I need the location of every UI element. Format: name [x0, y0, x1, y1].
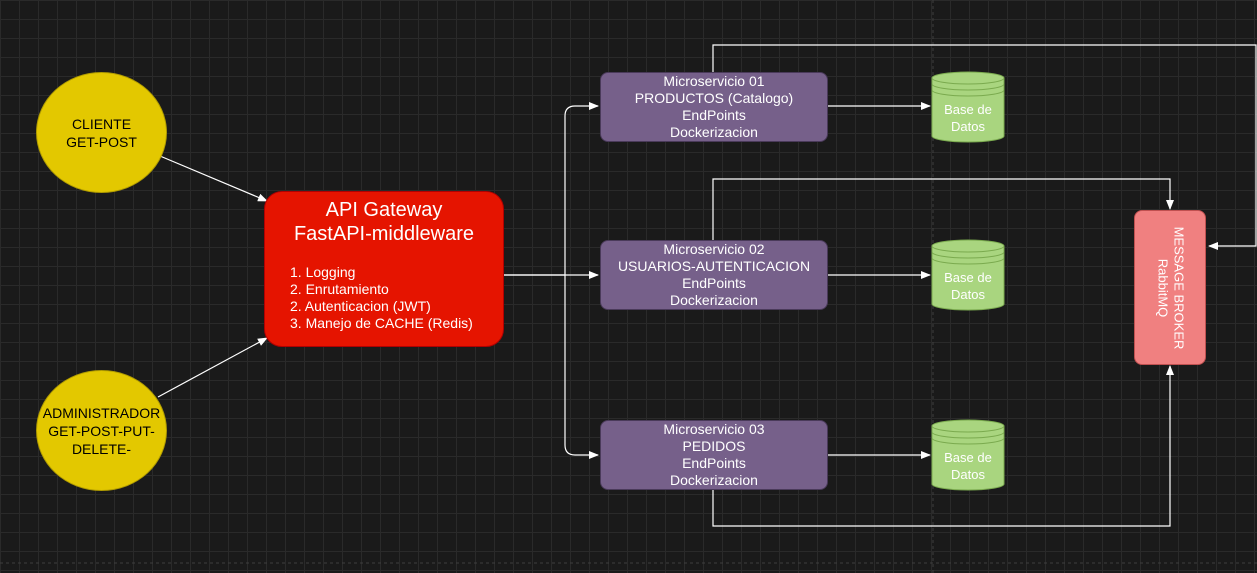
administrador-label: ADMINISTRADOR — [42, 404, 161, 421]
database-label-line1: Base de — [944, 270, 992, 285]
database-label-line1: Base de — [944, 450, 992, 465]
edge-ms03-broker — [712, 365, 1174, 527]
database-label: Base de Datos — [932, 101, 1004, 135]
cliente-methods: GET-POST — [66, 133, 137, 150]
microservicio-01-node[interactable]: Microservicio 01 PRODUCTOS (Catalogo) En… — [600, 72, 828, 142]
broker-label: MESSAGE BROKER RabbitMQ — [1154, 226, 1186, 349]
administrador-node[interactable]: ADMINISTRADOR GET-POST-PUT- DELETE- — [36, 370, 167, 491]
database-label-line2: Datos — [951, 287, 985, 302]
broker-subtitle: RabbitMQ — [1155, 258, 1170, 317]
ms-docker: Dockerizacion — [670, 124, 758, 140]
broker-title: MESSAGE BROKER — [1171, 226, 1186, 349]
gateway-title: API Gateway — [325, 199, 443, 221]
edge-gateway-ms03 — [564, 275, 599, 459]
gateway-subtitle: FastAPI-middleware — [293, 223, 475, 245]
gateway-feature: 1. Logging — [290, 264, 356, 280]
gateway-feature: 2. Autenticacion (JWT) — [290, 298, 431, 314]
ms-docker: Dockerizacion — [670, 472, 758, 488]
administrador-methods-cont: DELETE- — [71, 440, 132, 457]
database-cylinder — [931, 239, 1005, 311]
api-gateway-node[interactable]: API Gateway FastAPI-middleware 1. Loggin… — [264, 191, 504, 347]
gateway-feature-list: 1. Logging 2. Enrutamiento 2. Autenticac… — [265, 264, 473, 332]
ms-domain: PRODUCTOS (Catalogo) — [634, 90, 794, 106]
edge-ms01-broker — [712, 44, 1257, 250]
edge-gateway-ms01 — [503, 102, 599, 276]
edge-cliente-gateway — [159, 155, 268, 202]
database-label-line1: Base de — [944, 102, 992, 117]
edge-admin-gateway — [157, 337, 268, 398]
ms-domain: USUARIOS-AUTENTICACION — [617, 258, 811, 274]
ms-name: Microservicio 01 — [663, 73, 765, 89]
edge-ms02-broker — [712, 178, 1174, 240]
database-cylinder — [931, 71, 1005, 143]
microservicio-02-node[interactable]: Microservicio 02 USUARIOS-AUTENTICACION … — [600, 240, 828, 310]
database-label: Base de Datos — [932, 449, 1004, 483]
database-cylinder — [931, 419, 1005, 491]
microservicio-03-node[interactable]: Microservicio 03 PEDIDOS EndPoints Docke… — [600, 420, 828, 490]
ms-endpoints: EndPoints — [682, 455, 746, 471]
ms-name: Microservicio 02 — [663, 241, 765, 257]
database-label: Base de Datos — [932, 269, 1004, 303]
cliente-label: CLIENTE — [71, 115, 132, 132]
database-label-line2: Datos — [951, 467, 985, 482]
database-label-line2: Datos — [951, 119, 985, 134]
ms-endpoints: EndPoints — [682, 107, 746, 123]
administrador-methods: GET-POST-PUT- — [48, 422, 155, 439]
cliente-node[interactable]: CLIENTE GET-POST — [36, 72, 167, 193]
gateway-feature: 3. Manejo de CACHE (Redis) — [290, 315, 473, 331]
ms-endpoints: EndPoints — [682, 275, 746, 291]
ms-docker: Dockerizacion — [670, 292, 758, 308]
message-broker-node[interactable]: MESSAGE BROKER RabbitMQ — [1134, 210, 1206, 365]
ms-domain: PEDIDOS — [682, 438, 746, 454]
gateway-feature: 2. Enrutamiento — [290, 281, 389, 297]
ms-name: Microservicio 03 — [663, 421, 765, 437]
